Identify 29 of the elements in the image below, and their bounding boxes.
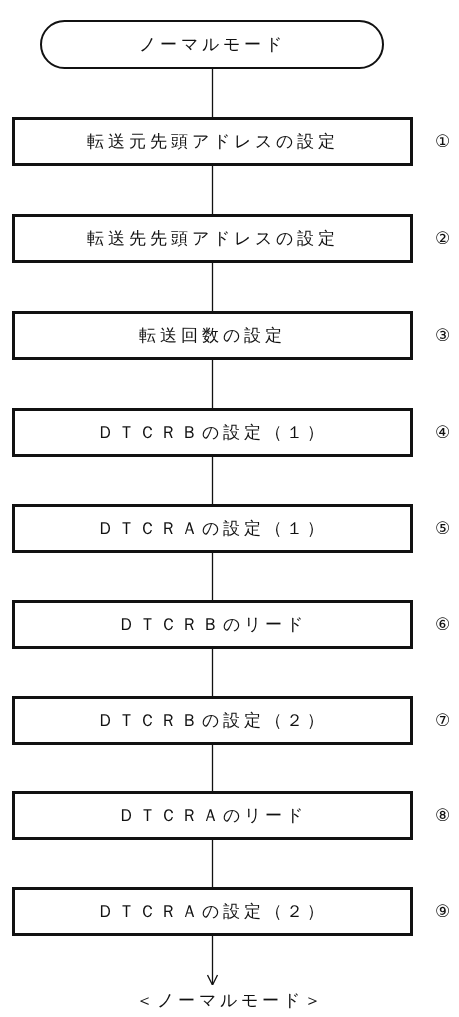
process-box: ＤＴＣＲＢのリード (12, 600, 413, 649)
callout-number: ⑦ (435, 709, 451, 730)
callout-number: ① (435, 130, 451, 151)
connector-line (211, 744, 214, 792)
callout-number: ③ (435, 324, 451, 345)
process-box: ＤＴＣＲＢの設定（１） (12, 408, 413, 457)
connector-line (211, 839, 214, 888)
process-box: 転送先先頭アドレスの設定 (12, 214, 413, 263)
callout-number: ⑤ (435, 517, 451, 538)
connector-line (211, 552, 214, 601)
connector-line (211, 165, 214, 215)
connector-line (211, 262, 214, 312)
process-box: 転送回数の設定 (12, 311, 413, 360)
process-box: ＤＴＣＲＢの設定（２） (12, 696, 413, 745)
callout-number: ④ (435, 421, 451, 442)
terminal-shape: ノーマルモード (40, 20, 384, 69)
callout-number: ② (435, 227, 451, 248)
process-box: ＤＴＣＲＡの設定（１） (12, 504, 413, 553)
process-box: ＤＴＣＲＡの設定（２） (12, 887, 413, 936)
connector-line (211, 648, 214, 697)
arrow (206, 935, 219, 986)
connector-line (211, 359, 214, 409)
process-box: 転送元先頭アドレスの設定 (12, 117, 413, 166)
callout-number: ⑥ (435, 613, 451, 634)
callout-number: ⑧ (435, 804, 451, 825)
connector-line (211, 68, 214, 118)
callout-number: ⑨ (435, 900, 451, 921)
process-box: ＤＴＣＲＡのリード (12, 791, 413, 840)
connector-line (211, 456, 214, 505)
